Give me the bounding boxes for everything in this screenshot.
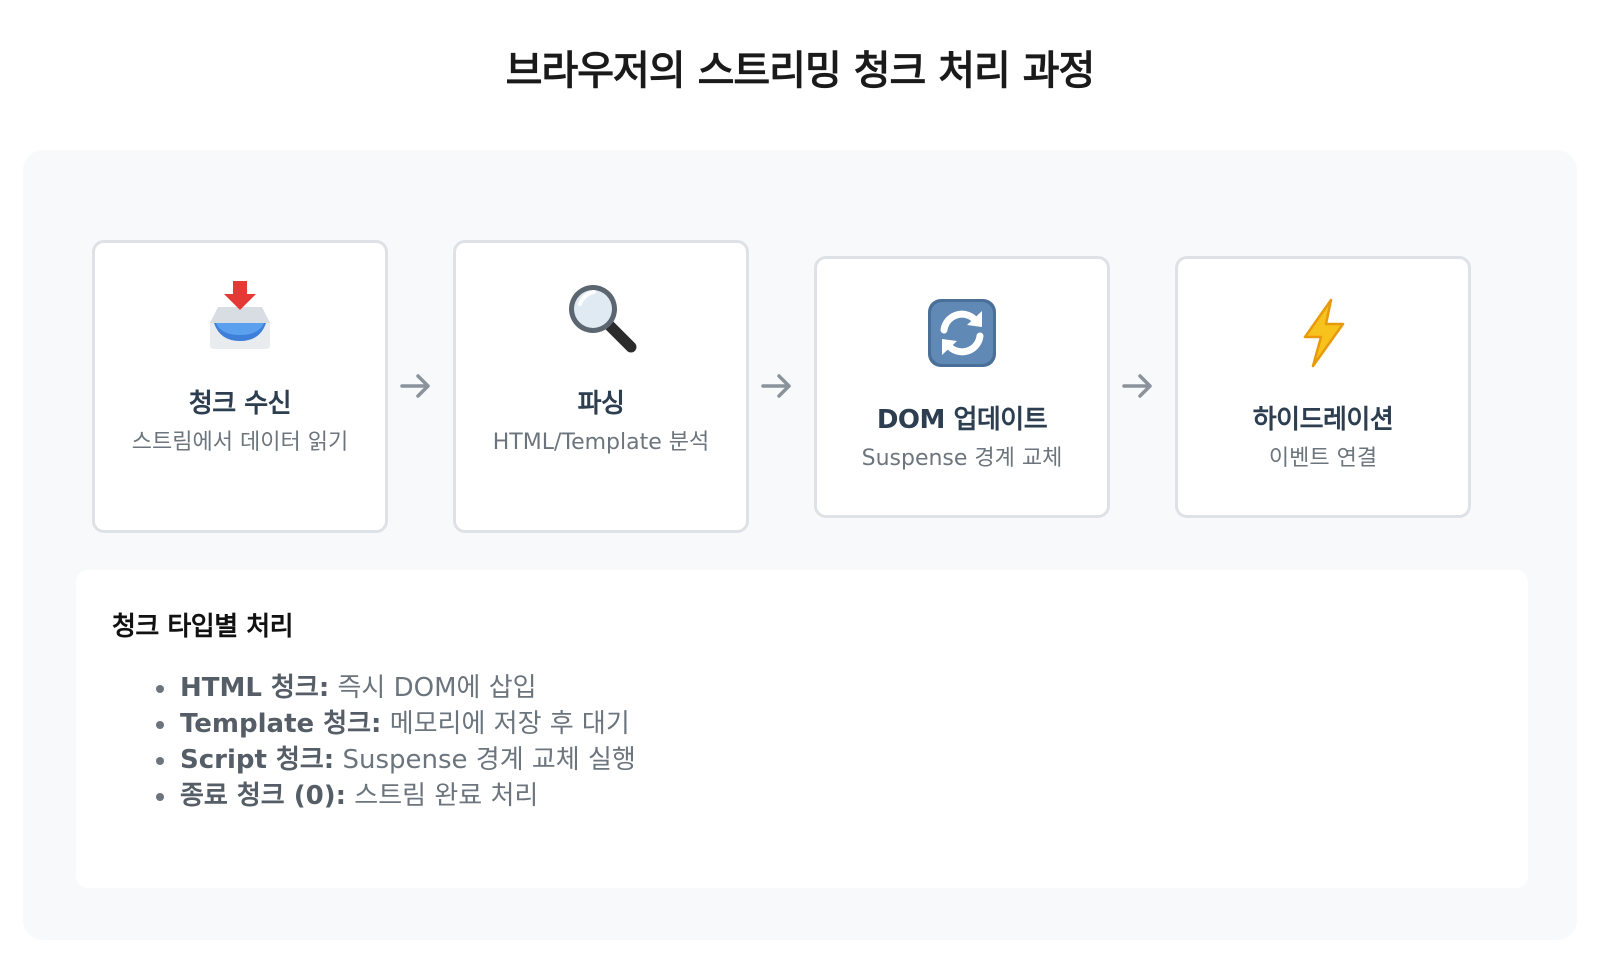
refresh-icon: [817, 293, 1107, 373]
item-text: 메모리에 저장 후 대기: [381, 709, 630, 739]
list-item: Template 청크: 메모리에 저장 후 대기: [156, 706, 636, 742]
step-description: HTML/Template 분석: [492, 430, 710, 455]
lightning-icon: [1178, 293, 1468, 373]
arrow-right-icon: [761, 374, 791, 398]
chunk-types-box: 청크 타입별 처리 HTML 청크: 즉시 DOM에 삽입 Template 청…: [76, 570, 1528, 888]
item-label: HTML 청크:: [180, 673, 330, 703]
item-label: Template 청크:: [180, 709, 382, 739]
step-description: 이벤트 연결: [1268, 446, 1378, 471]
item-label: Script 청크:: [180, 745, 335, 775]
chunk-types-heading: 청크 타입별 처리: [112, 612, 294, 642]
inbox-tray-icon: [95, 277, 385, 357]
step-title: 파싱: [577, 389, 625, 419]
step-card-parsing: 파싱 HTML/Template 분석: [453, 240, 749, 533]
step-description: Suspense 경계 교체: [861, 446, 1063, 471]
chunk-types-list: HTML 청크: 즉시 DOM에 삽입 Template 청크: 메모리에 저장…: [156, 670, 636, 814]
step-card-hydration: 하이드레이션 이벤트 연결: [1175, 256, 1471, 518]
list-item: 종료 청크 (0): 스트림 완료 처리: [156, 778, 636, 814]
step-title: 하이드레이션: [1252, 405, 1394, 435]
arrow-right-icon: [400, 374, 430, 398]
item-text: 스트림 완료 처리: [346, 781, 539, 811]
arrow-right-icon: [1122, 374, 1152, 398]
step-card-chunk-receive: 청크 수신 스트림에서 데이터 읽기: [92, 240, 388, 533]
item-text: 즉시 DOM에 삽입: [329, 673, 537, 703]
step-card-dom-update: DOM 업데이트 Suspense 경계 교체: [814, 256, 1110, 518]
step-description: 스트림에서 데이터 읽기: [131, 430, 349, 455]
step-title: DOM 업데이트: [876, 405, 1048, 435]
page-title: 브라우저의 스트리밍 청크 처리 과정: [505, 48, 1096, 94]
step-title: 청크 수신: [188, 389, 292, 419]
item-label: 종료 청크 (0):: [180, 781, 347, 811]
list-item: HTML 청크: 즉시 DOM에 삽입: [156, 670, 636, 706]
item-text: Suspense 경계 교체 실행: [334, 745, 636, 775]
magnifying-glass-icon: [456, 277, 746, 357]
list-item: Script 청크: Suspense 경계 교체 실행: [156, 742, 636, 778]
